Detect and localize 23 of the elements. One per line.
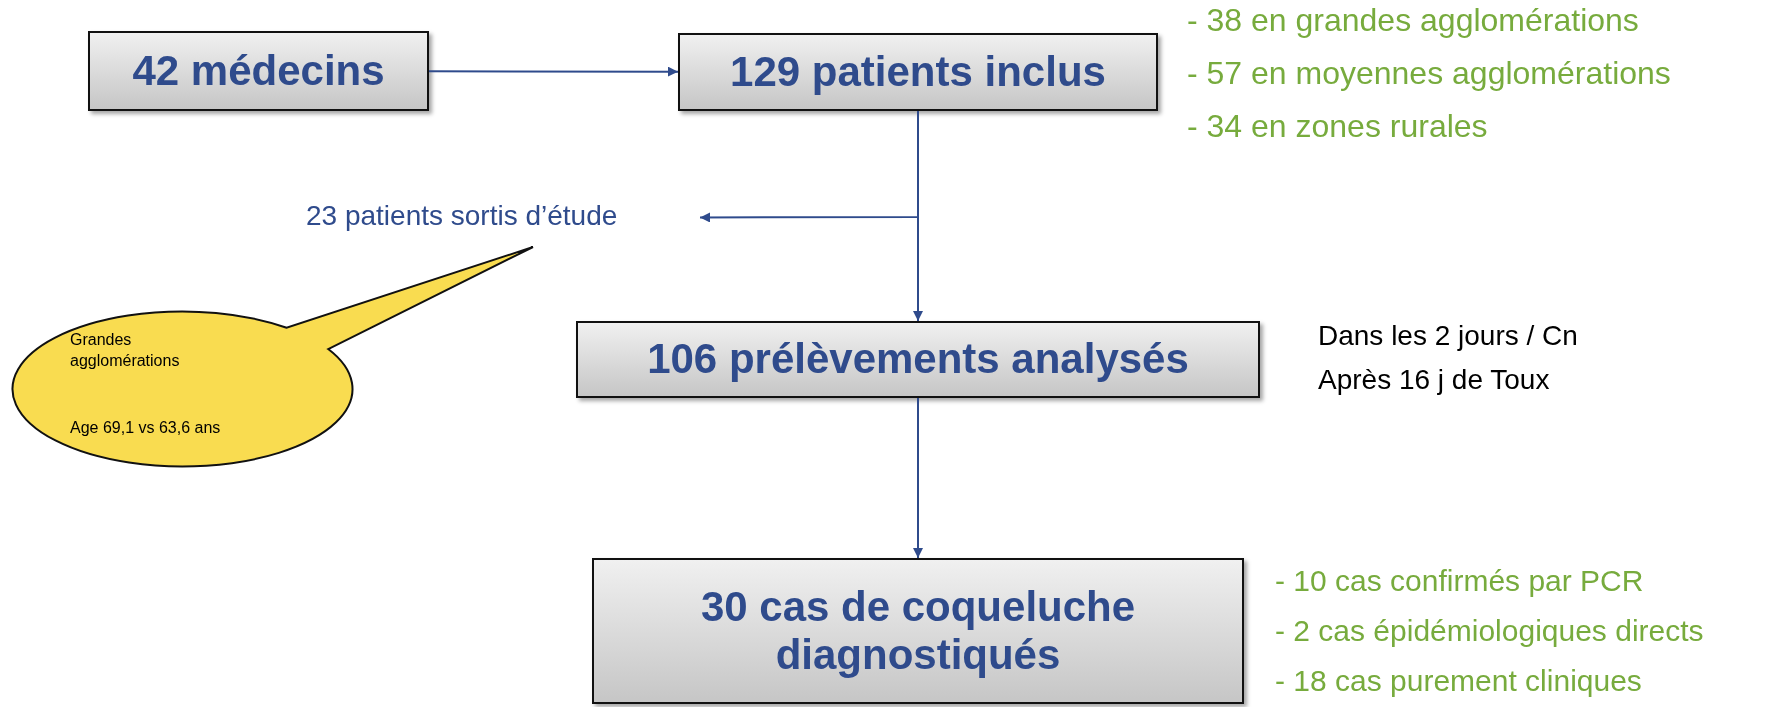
arrow — [428, 66, 679, 77]
process-box — [88, 31, 429, 111]
arrow — [913, 397, 923, 559]
arrow — [913, 110, 923, 322]
node-label: 23 patients sortis d’étude — [306, 200, 618, 232]
bubble-text: Grandes agglomérations — [70, 330, 181, 371]
process-box — [592, 558, 1244, 704]
box-label: 129 patients inclus — [730, 47, 1106, 97]
annotation-text: - 10 cas confirmés par PCR — [1275, 564, 1644, 598]
annotation-text: - 18 cas purement cliniques — [1275, 664, 1642, 698]
annotation-text: - 57 en moyennes agglomérations — [1187, 55, 1671, 92]
box-label: 30 cas de coqueluche diagnostiqués — [699, 582, 1137, 680]
process-box — [576, 321, 1260, 398]
annotation-text: - 34 en zones rurales — [1187, 108, 1488, 145]
speech-bubble — [11, 246, 535, 468]
annotation-text: Dans les 2 jours / Cn — [1318, 320, 1578, 352]
process-box — [678, 33, 1158, 111]
box-label: 42 médecins — [132, 46, 385, 96]
annotation-text: - 2 cas épidémiologiques directs — [1275, 614, 1704, 648]
annotation-text: - 38 en grandes agglomérations — [1187, 2, 1639, 39]
annotation-text: Après 16 j de Toux — [1318, 364, 1550, 396]
box-label: 106 prélèvements analysés — [647, 335, 1189, 384]
bubble-text: Age 69,1 vs 63,6 ans — [70, 418, 222, 438]
